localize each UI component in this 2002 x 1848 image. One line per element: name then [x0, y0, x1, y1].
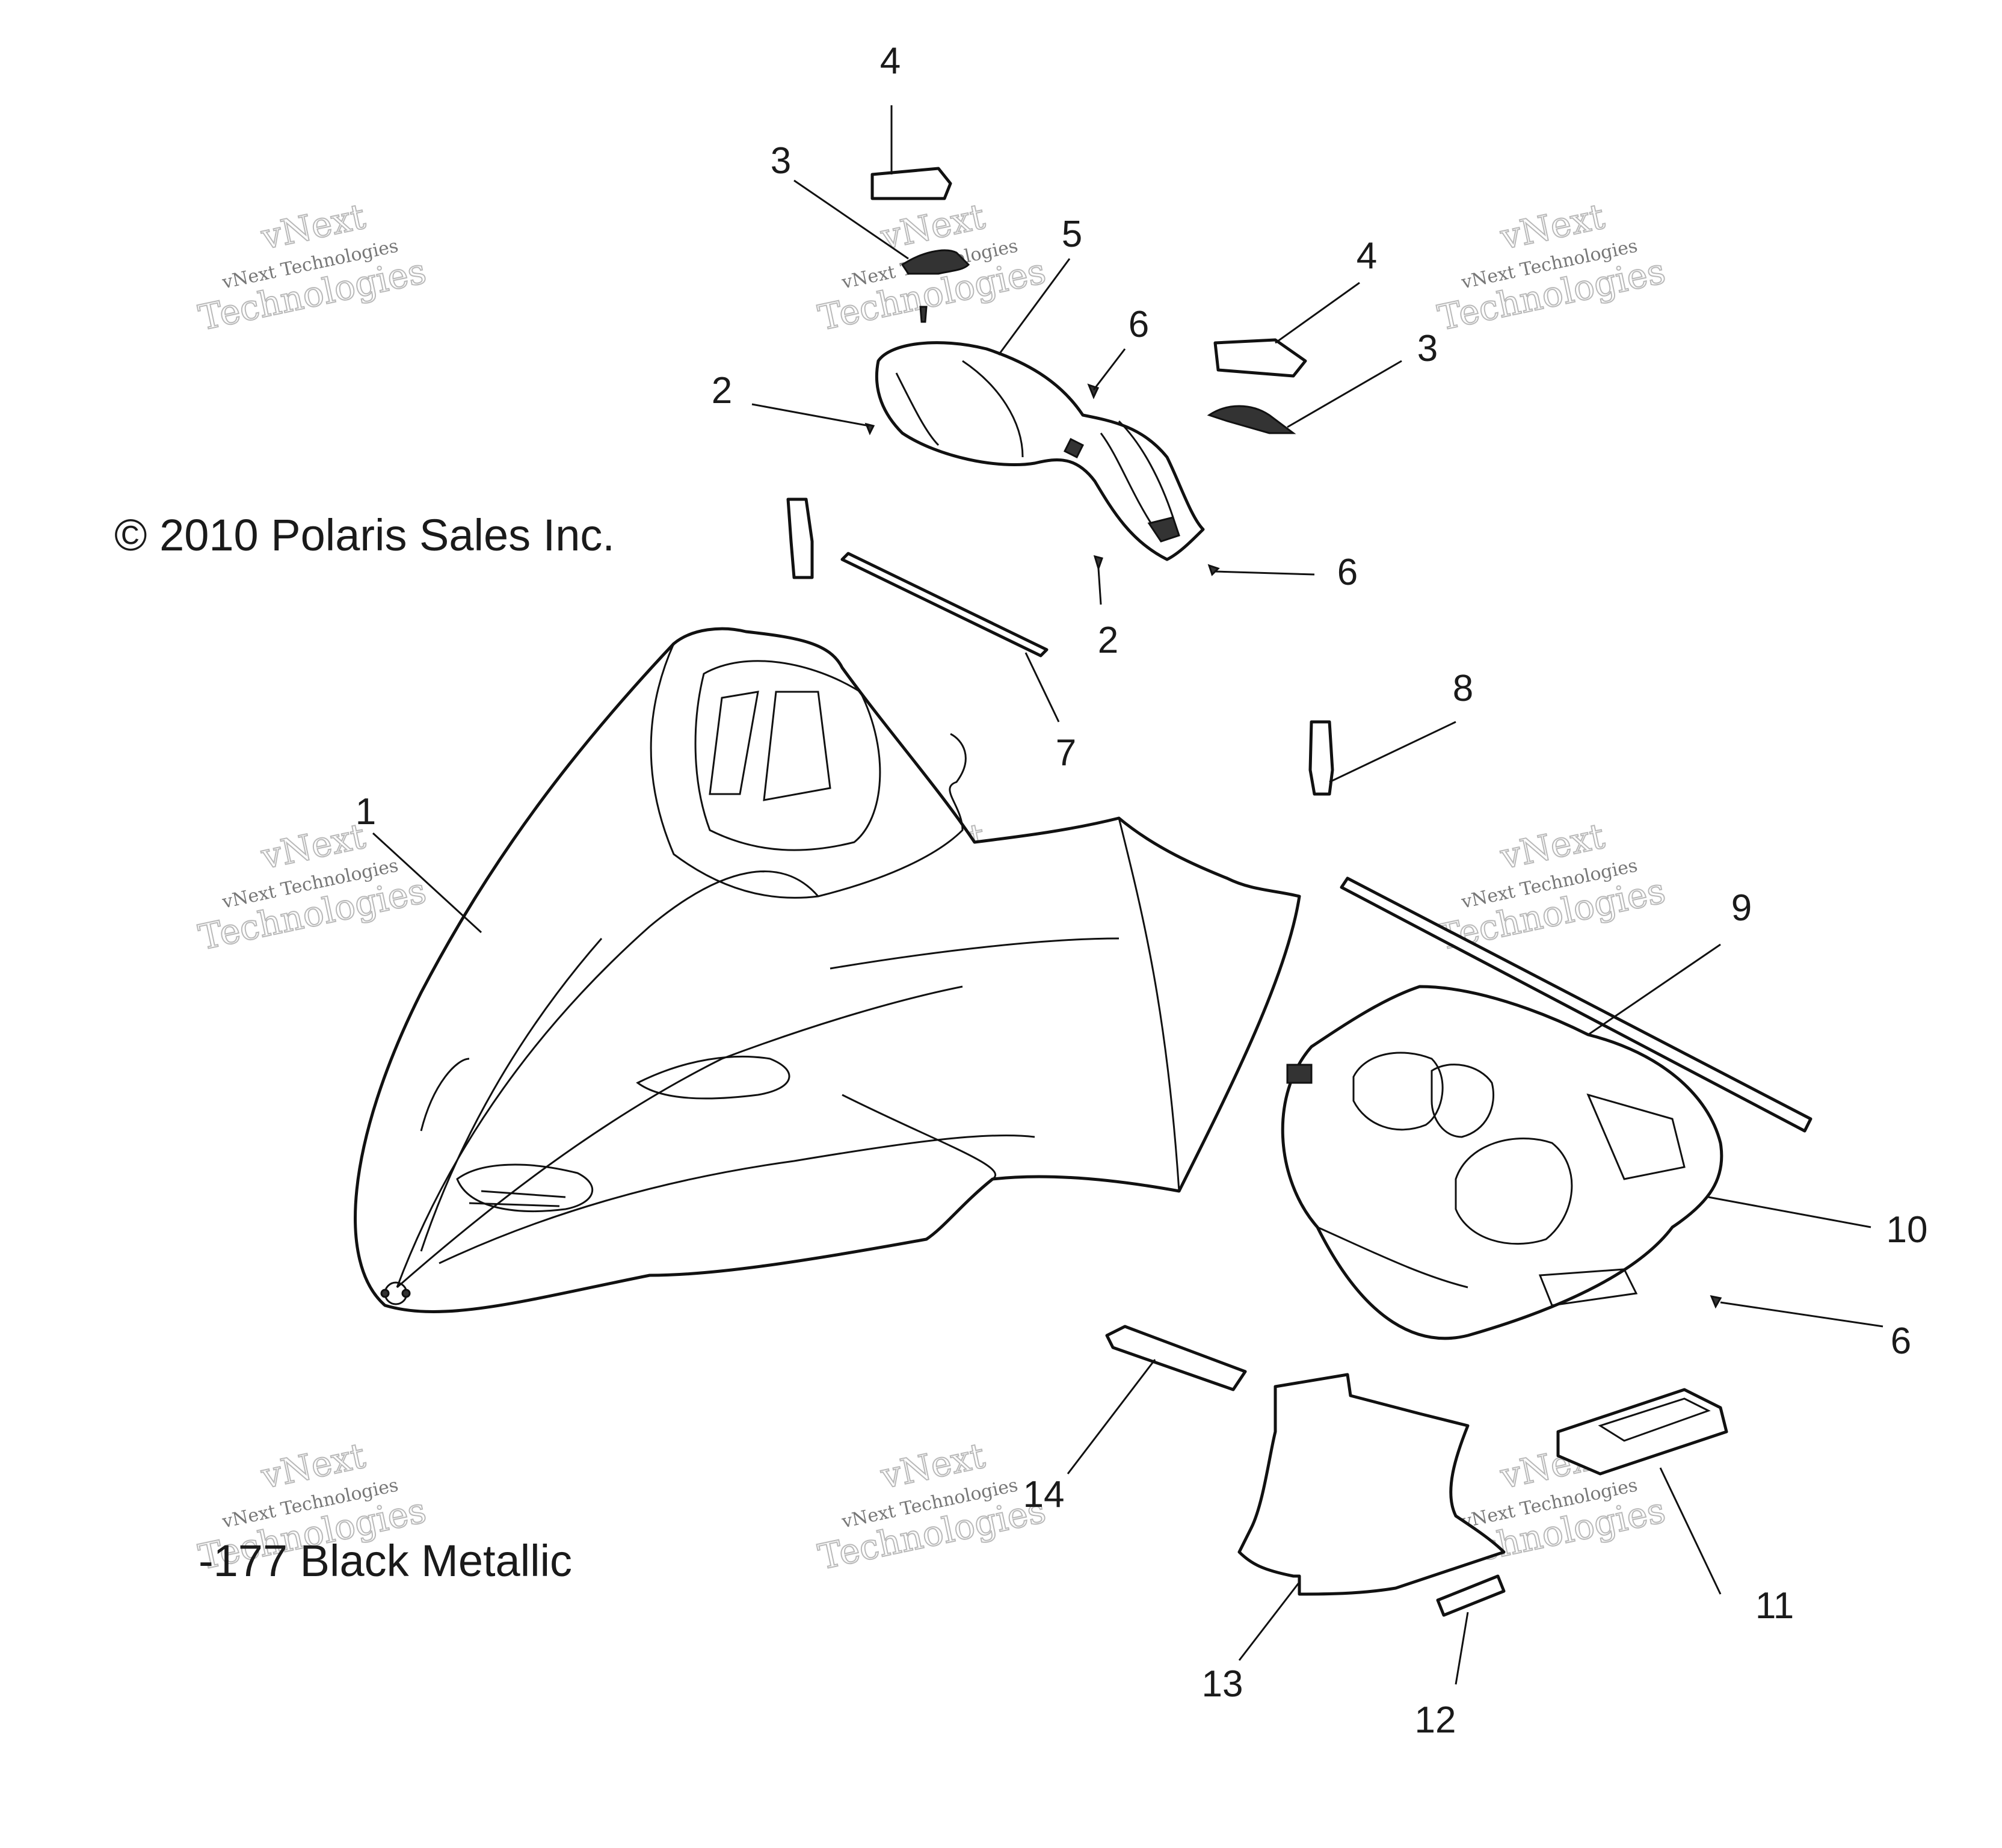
callouts: 4 3 5 4 6 3 2 6 2 8 7 1 9 10 6 14 11 13 …	[356, 40, 1928, 1741]
watermark: vNext vNext Technologies Technologies	[194, 195, 430, 339]
part-headlight-housing	[1281, 985, 1723, 1340]
callout-12: 12	[1415, 1699, 1456, 1741]
callout-6-middle: 6	[1337, 552, 1358, 593]
part-bracket-right	[1207, 405, 1296, 434]
part-console	[875, 341, 1205, 561]
part-insulation-sheet	[1237, 1373, 1506, 1596]
part-trim-strip-left	[786, 497, 1049, 658]
leader-lines	[372, 105, 1883, 1685]
callout-14: 14	[1023, 1474, 1065, 1515]
callout-9: 9	[1731, 887, 1752, 929]
callout-1: 1	[356, 791, 376, 833]
callout-10: 10	[1886, 1209, 1928, 1251]
part-pad-upper	[870, 167, 952, 200]
callout-4-right: 4	[1357, 235, 1377, 277]
watermark: vNext vNext Technologies Technologies	[814, 1434, 1050, 1578]
copyright-text: © 2010 Polaris Sales Inc.	[114, 510, 615, 560]
watermark: vNext vNext Technologies Technologies	[194, 815, 430, 958]
callout-4-upper: 4	[880, 40, 901, 82]
callout-7: 7	[1056, 732, 1076, 774]
part-trim-strip-right	[1340, 876, 1813, 1133]
part-pad-right	[1213, 338, 1307, 378]
callout-2-left: 2	[712, 370, 732, 411]
callout-11: 11	[1755, 1585, 1794, 1627]
part-pad-lower	[1105, 1325, 1247, 1391]
part-clip	[1308, 720, 1334, 796]
callout-8: 8	[1453, 668, 1473, 709]
fasteners-console	[864, 306, 1220, 576]
color-note: -177 Black Metallic	[199, 1536, 572, 1586]
part-tray	[1556, 1388, 1728, 1476]
callout-13: 13	[1202, 1663, 1243, 1705]
part-hood	[354, 627, 1301, 1313]
callout-3-right: 3	[1417, 328, 1438, 369]
callout-6-lower: 6	[1891, 1320, 1911, 1362]
fastener-lower	[1710, 1295, 1722, 1309]
callout-3-upper: 3	[771, 140, 791, 182]
part-bracket-upper	[901, 249, 970, 275]
watermark: vNext vNext Technologies Technologies	[1434, 195, 1669, 339]
callout-5: 5	[1062, 214, 1082, 255]
part-small-pad	[1436, 1574, 1506, 1617]
callout-6-upper: 6	[1129, 304, 1149, 345]
callout-2-lower: 2	[1098, 620, 1118, 661]
